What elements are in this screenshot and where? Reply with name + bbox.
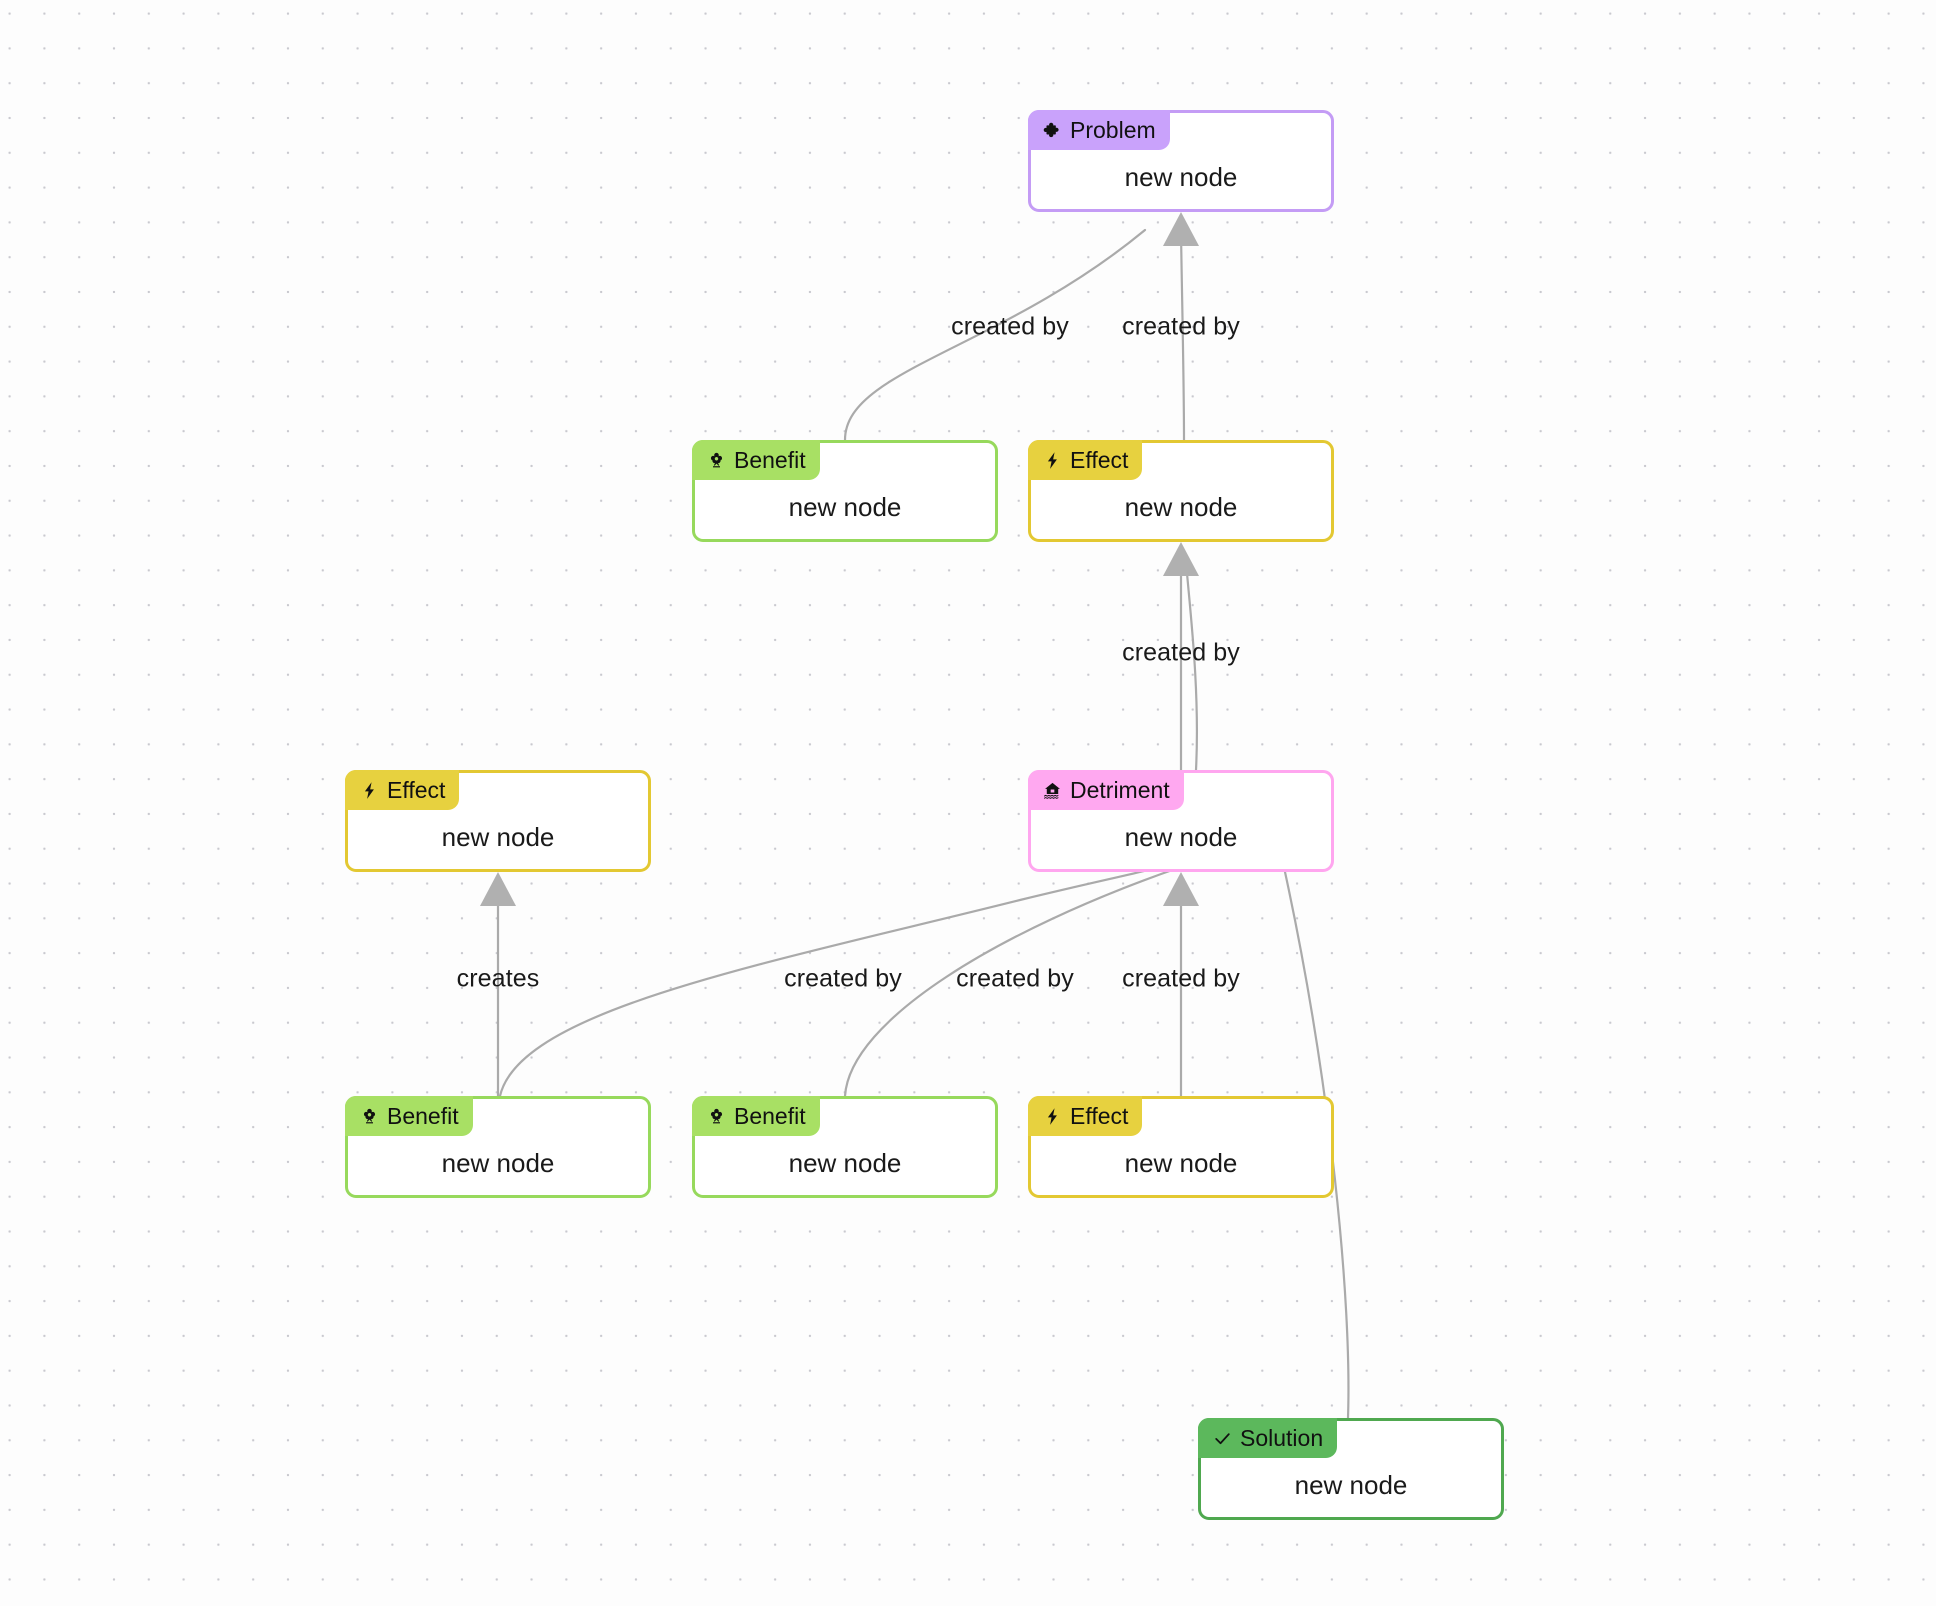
lightning-bolt-icon bbox=[1042, 450, 1062, 470]
node-header-label: Benefit bbox=[734, 446, 806, 473]
node-title: new node bbox=[1124, 492, 1238, 522]
edge-label-benefit1-problem1: created by bbox=[951, 312, 1069, 341]
node-header-label: Effect bbox=[1070, 446, 1129, 473]
check-icon bbox=[1212, 1428, 1232, 1448]
node-header-benefit: Benefit bbox=[692, 440, 820, 480]
node-header-label: Problem bbox=[1070, 116, 1156, 143]
node-header-label: Effect bbox=[387, 776, 446, 803]
node-header-label: Effect bbox=[1070, 1102, 1129, 1129]
node-header-detriment: Detriment bbox=[1028, 770, 1184, 810]
edge-label-detriment1-effect1: created by bbox=[1122, 638, 1240, 667]
edge-label-benefit3-detriment1: created by bbox=[956, 964, 1074, 993]
node-header-solution: Solution bbox=[1198, 1418, 1338, 1458]
lightning-bolt-icon bbox=[1042, 1106, 1062, 1126]
node-title: new node bbox=[1124, 822, 1238, 852]
edge-label-benefit2-effect2: creates bbox=[456, 964, 540, 993]
node-title: new node bbox=[441, 822, 555, 852]
edge-label-effect1-problem1: created by bbox=[1122, 312, 1240, 341]
node-header-label: Detriment bbox=[1070, 776, 1170, 803]
node-problem-1[interactable]: Problem new node bbox=[1028, 110, 1334, 212]
flower-icon bbox=[359, 1106, 379, 1126]
flooded-house-icon bbox=[1042, 780, 1062, 800]
node-benefit-2[interactable]: Benefit new node bbox=[345, 1096, 651, 1198]
node-header-effect: Effect bbox=[1028, 1096, 1143, 1136]
flower-icon bbox=[706, 1106, 726, 1126]
node-header-benefit: Benefit bbox=[692, 1096, 820, 1136]
edge-label-effect3-detriment1: created by bbox=[1122, 964, 1240, 993]
node-title: new node bbox=[1124, 1148, 1238, 1178]
node-effect-1[interactable]: Effect new node bbox=[1028, 440, 1334, 542]
flower-icon bbox=[706, 450, 726, 470]
node-header-label: Solution bbox=[1240, 1424, 1324, 1451]
node-header-problem: Problem bbox=[1028, 110, 1170, 150]
lightning-bolt-icon bbox=[359, 780, 379, 800]
node-solution-1[interactable]: Solution new node bbox=[1198, 1418, 1504, 1520]
node-header-benefit: Benefit bbox=[345, 1096, 473, 1136]
arrowhead-detriment1 bbox=[1163, 872, 1199, 906]
node-header-effect: Effect bbox=[1028, 440, 1143, 480]
arrowhead-effect1 bbox=[1163, 542, 1199, 576]
node-title: new node bbox=[788, 492, 902, 522]
node-benefit-1[interactable]: Benefit new node bbox=[692, 440, 998, 542]
node-effect-3[interactable]: Effect new node bbox=[1028, 1096, 1334, 1198]
node-title: new node bbox=[1294, 1470, 1408, 1500]
arrowhead-problem1 bbox=[1163, 212, 1199, 246]
arrowhead-effect2 bbox=[480, 872, 516, 906]
node-header-label: Benefit bbox=[734, 1102, 806, 1129]
node-detriment-1[interactable]: Detriment new node bbox=[1028, 770, 1334, 872]
node-header-label: Benefit bbox=[387, 1102, 459, 1129]
edge-label-benefit2-detriment1: created by bbox=[784, 964, 902, 993]
node-title: new node bbox=[788, 1148, 902, 1178]
node-title: new node bbox=[1124, 162, 1238, 192]
puzzle-piece-icon bbox=[1042, 120, 1062, 140]
node-header-effect: Effect bbox=[345, 770, 460, 810]
node-title: new node bbox=[441, 1148, 555, 1178]
node-benefit-3[interactable]: Benefit new node bbox=[692, 1096, 998, 1198]
node-effect-2[interactable]: Effect new node bbox=[345, 770, 651, 872]
